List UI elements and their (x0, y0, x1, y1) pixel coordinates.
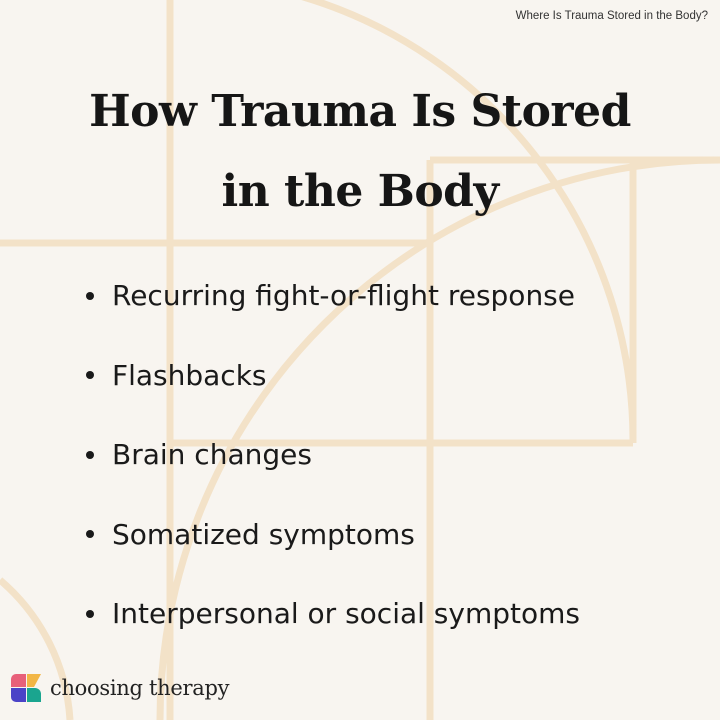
bullet-icon (86, 609, 94, 618)
list-item: Brain changes (86, 415, 580, 495)
page-title: How Trauma Is Stored in the Body (0, 72, 720, 232)
list-item: Somatized symptoms (86, 495, 580, 575)
brand-logo: choosing therapy (10, 672, 229, 704)
list-item: Flashbacks (86, 336, 580, 416)
title-line-1: How Trauma Is Stored (89, 86, 631, 137)
bullet-icon (86, 371, 94, 380)
list-item: Recurring fight-or-flight response (86, 256, 580, 336)
title-line-2: in the Body (221, 166, 499, 217)
bullet-icon (86, 450, 94, 459)
bullet-list: Recurring fight-or-flight response Flash… (86, 256, 580, 654)
top-label: Where Is Trauma Stored in the Body? (515, 10, 708, 22)
bullet-icon (86, 291, 94, 300)
bullet-icon (86, 530, 94, 539)
brand-logo-icon (11, 674, 41, 702)
brand-name: choosing therapy (50, 676, 230, 700)
list-item: Interpersonal or social symptoms (86, 574, 580, 654)
